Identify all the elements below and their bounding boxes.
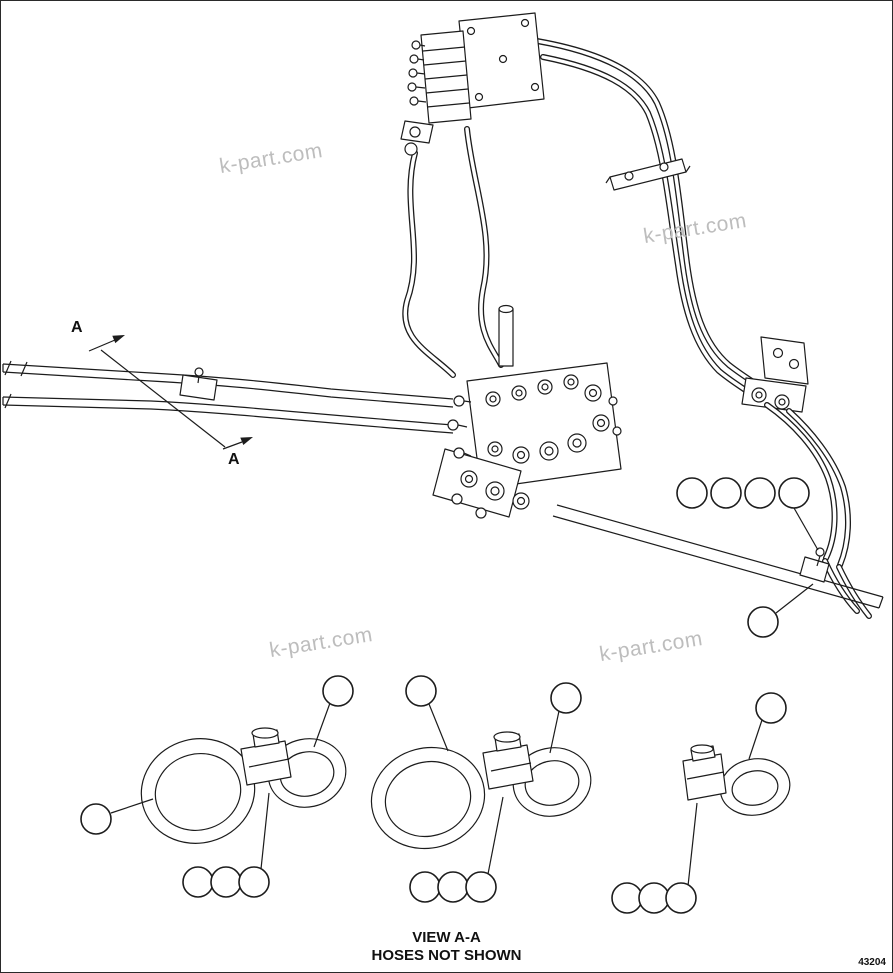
drawing-number: 43204 <box>858 957 886 968</box>
callout-balloon[interactable] <box>465 871 497 903</box>
callout-balloon[interactable] <box>322 675 354 707</box>
tube-clamp-lower <box>799 556 830 583</box>
clamp-assembly-middle <box>370 675 592 903</box>
clamp-assembly-left <box>80 675 354 898</box>
section-label-upper: A <box>71 319 83 336</box>
callout-balloon[interactable] <box>80 803 112 835</box>
callout-balloon[interactable] <box>405 675 437 707</box>
top-valve-manifold <box>400 12 545 156</box>
callout-group-tube <box>676 477 819 638</box>
callout-balloon[interactable] <box>778 477 810 509</box>
callout-balloon[interactable] <box>638 882 670 914</box>
callout-balloon[interactable] <box>676 477 708 509</box>
section-cut-A <box>88 335 253 450</box>
callout-balloon[interactable] <box>182 866 214 898</box>
callout-balloon[interactable] <box>437 871 469 903</box>
upper-support-bracket <box>605 158 691 191</box>
bracket-hose-pair <box>764 402 872 619</box>
view-note: HOSES NOT SHOWN <box>371 947 522 964</box>
main-control-valve <box>432 304 622 519</box>
callout-balloon[interactable] <box>210 866 242 898</box>
view-title: VIEW A-A <box>412 929 481 946</box>
clamp-assembly-right <box>611 692 791 914</box>
lower-tube <box>552 504 884 609</box>
callout-balloon[interactable] <box>611 882 643 914</box>
callout-balloon[interactable] <box>409 871 441 903</box>
callout-balloon[interactable] <box>665 882 697 914</box>
right-mount-bracket <box>741 336 809 413</box>
left-tube-bundle <box>2 360 454 434</box>
tube-clamp <box>179 374 218 401</box>
center-hose-pair <box>402 126 504 378</box>
callout-balloon[interactable] <box>755 692 787 724</box>
callout-balloon[interactable] <box>747 606 779 638</box>
callout-balloon[interactable] <box>744 477 776 509</box>
callout-balloon[interactable] <box>550 682 582 714</box>
right-hose-pair <box>534 38 770 402</box>
callout-balloon[interactable] <box>238 866 270 898</box>
callout-balloon[interactable] <box>710 477 742 509</box>
section-label-lower: A <box>228 451 240 468</box>
